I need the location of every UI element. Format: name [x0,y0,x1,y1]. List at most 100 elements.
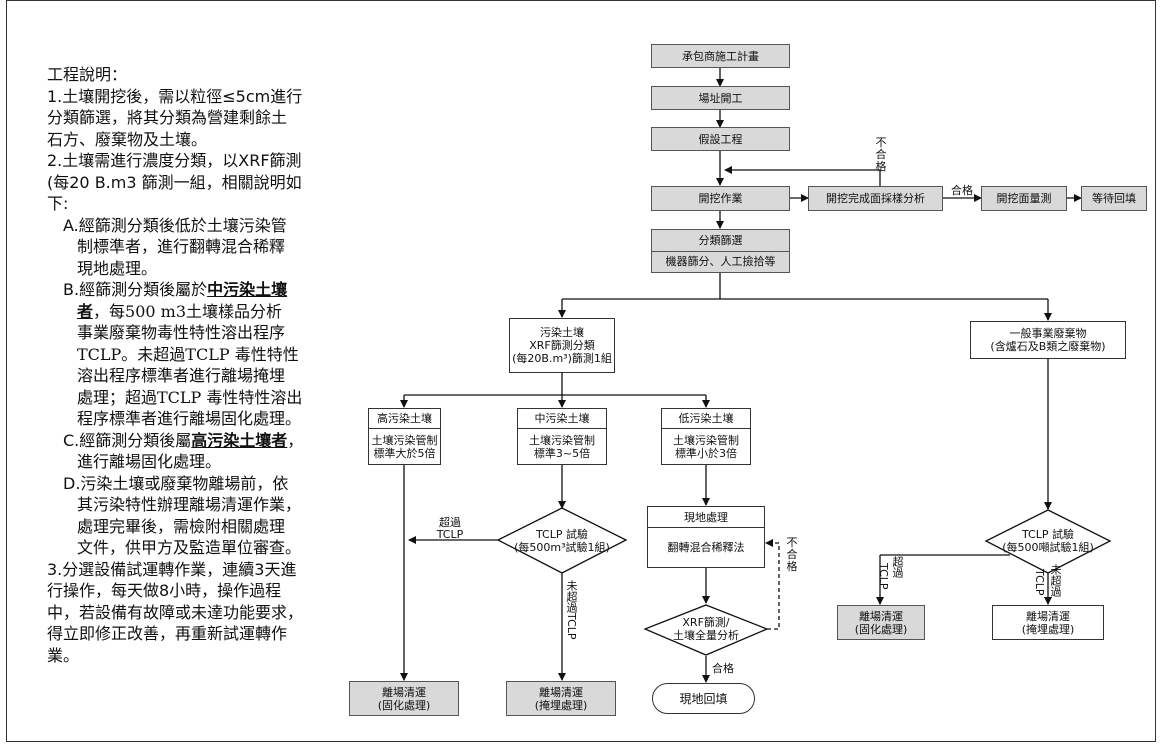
note-b-line-5: 溶出程序標準者進行離場掩埋 [77,366,286,385]
note-c-prefix: C.經篩測分類後屬 [63,430,192,450]
fail-label-right-text: 不合格 [786,536,798,573]
low-contamination-sub: 土壤污染管制 標準小於3倍 [662,428,750,464]
note-c-after: ， [287,430,304,450]
note-3-line-5: 業。 [47,645,80,665]
excavation-box: 開挖作業 [651,186,790,211]
xrf-analysis-line-1: XRF篩測/ [682,616,730,629]
pass-label-bottom: 合格 [712,662,734,675]
contaminated-soil-box: 污染土壤 XRF篩測分類 (每20B.m³)篩測1組 [509,318,615,373]
onsite-backfill-label: 現地回填 [679,692,728,706]
note-b-line-1: B.經篩測分類後屬於中污染土壤 [47,279,337,301]
sorting-subtitle: 機器篩分、人工撿拾等 [652,250,789,273]
note-b-bold-1: 中污染土壤 [207,280,288,299]
tclp-vertical-left-a: TCLP [877,563,890,590]
offsite-landfill-box-2: 離場清運 (掩埋處理) [992,605,1104,640]
note-b-line-7: 程序標準者進行離場固化處理。 [77,409,302,428]
fail-label-top: 不 合 格 [875,136,887,173]
exceed-tclp-label: 超過 TCLP [436,516,464,541]
general-waste-line-1: 一般事業廢棄物 [1009,327,1087,340]
tclp-test-general: TCLP 試驗 (每500噸試驗1組) [994,528,1102,554]
tclp-vertical-right-b: 未超過 [1049,564,1062,597]
high-contamination-sub: 土壤污染管制 標準大於5倍 [369,428,440,464]
xrf-analysis-line-2: 土壤全量分析 [673,629,739,642]
low-contamination-title: 低污染土壤 [678,412,734,425]
offsite-solidify-label-1: 離場清運 (固化處理) [377,685,431,712]
contaminated-soil-line-1: 污染土壤 [540,326,584,339]
note-a-line-3: 現地處理。 [77,258,158,278]
contaminated-soil-line-3: (每20B.m³)篩測1組 [512,352,612,365]
medium-contamination-title: 中污染土壤 [534,412,590,425]
tclp-test-general-line-1: TCLP 試驗 [1021,528,1074,541]
onsite-treatment-method: 翻轉混合稀釋法 [648,527,764,567]
await-backfill-label: 等待回填 [1092,192,1136,205]
note-1-line-1: 1.土壤開挖後，需以粒徑≤5cm進行 [47,86,303,106]
note-d-line-3: 處理完畢後，需檢附相關處理 [77,516,286,536]
note-a-line-1: A.經篩測分類後低於土壤污染管 [63,215,287,235]
medium-contamination-box: 中污染土壤 土壤污染管制 標準3~5倍 [517,408,607,465]
general-waste-box: 一般事業廢棄物 (含爐石及B類之廢棄物) [970,321,1126,359]
contractor-plan-box: 承包商施工計畫 [651,44,790,68]
sorting-box: 分類篩選 機器篩分、人工撿拾等 [651,229,790,273]
notes-heading: 工程說明： [47,65,128,84]
note-a-line-2: 制標準者，進行翻轉混合稀釋 [77,237,286,256]
tclp-test-general-line-2: (每500噸試驗1組) [1002,541,1094,554]
tclp-vertical-left-b: 超過 [891,556,904,578]
page-frame [6,0,1156,742]
offsite-solidify-box-1: 離場清運 (固化處理) [349,681,459,716]
note-b-line-3: 事業廢棄物毒性特性溶出程序 [77,323,286,342]
note-2-line-3: 下: [47,194,69,213]
note-b-bold-2: 者 [77,301,94,321]
onsite-treatment-box: 現地處理 翻轉混合稀釋法 [647,506,765,568]
high-contamination-title: 高污染土壤 [377,412,432,425]
note-c-line-2: 進行離場固化處理。 [77,452,222,471]
offsite-landfill-label-2: 離場清運 (掩埋處理) [1021,609,1075,636]
temporary-works-label: 假設工程 [698,132,743,146]
tclp-test-mid-line-2: (每500m³試驗1組) [514,541,610,554]
fail-label-right: 不合格 [785,537,799,573]
note-3-line-1: 3.分選設備試運轉作業，連續3天進 [47,559,297,579]
note-b-line-6: 處理；超過TCLP 毒性特性溶出 [77,387,303,407]
sampling-analysis-box: 開挖完成面採樣分析 [808,186,943,211]
note-3-line-2: 行操作，每天做8小時，操作過程 [47,581,282,600]
excavation-label: 開挖作業 [698,192,743,205]
contractor-plan-label: 承包商施工計畫 [682,49,759,63]
note-d-line-2: 其污染特性辦理離場清運作業， [77,495,302,514]
offsite-solidify-box-2: 離場清運 (固化處理) [837,605,925,640]
note-b-line-2: 者，每500 m3土壤樣品分析 [47,301,337,323]
note-2-line-2: (每20 B.m3 篩測一組，相關說明如 [47,172,302,192]
note-3-line-3: 中，若設備有故障或未達功能要求， [47,602,304,622]
surface-survey-box: 開挖面量測 [981,186,1067,211]
note-1-line-3: 石方、廢棄物及土壤。 [47,129,208,149]
pass-label-top: 合格 [951,184,973,197]
note-2-line-1: 2.土壤需進行濃度分類，以XRF篩測 [47,151,302,170]
tclp-test-mid-line-1: TCLP 試驗 [535,528,588,541]
not-exceed-tclp-label: 未超過TCLP [565,580,578,640]
sampling-analysis-label: 開挖完成面採樣分析 [826,192,925,205]
offsite-landfill-label-1: 離場清運 (掩埋處理) [534,685,588,712]
tclp-test-mid: TCLP 試驗 (每500m³試驗1組) [508,528,616,554]
project-notes: 工程說明： 1.土壤開挖後，需以粒徑≤5cm進行 分類篩選，將其分類為營建剩餘土… [47,64,337,666]
xrf-analysis-decision: XRF篩測/ 土壤全量分析 [650,616,762,642]
temporary-works-box: 假設工程 [651,127,790,151]
offsite-solidify-label-2: 離場清運 (固化處理) [854,609,908,636]
note-d-line-1: D.污染土壤或廢棄物離場前，依 [63,473,289,493]
tclp-vertical-right-a: TCLP [1033,569,1046,596]
low-contamination-box: 低污染土壤 土壤污染管制 標準小於3倍 [661,408,751,465]
sorting-title: 分類篩選 [698,233,743,247]
note-3-line-4: 得立即修正改善，再重新試運轉作 [47,624,288,643]
note-c-line-1: C.經篩測分類後屬高污染土壤者， [47,430,337,452]
offsite-landfill-box-1: 離場清運 (掩埋處理) [506,681,616,716]
surface-survey-label: 開挖面量測 [996,192,1052,205]
note-b-line-4: TCLP。未超過TCLP 毒性特性 [77,344,299,364]
general-waste-line-2: (含爐石及B類之廢棄物) [990,340,1106,353]
contaminated-soil-line-2: XRF篩測分類 [529,339,595,352]
site-open-box: 場址開工 [651,86,790,110]
onsite-backfill-terminal: 現地回填 [652,683,755,714]
site-open-label: 場址開工 [698,91,743,105]
note-1-line-2: 分類篩選，將其分類為營建剩餘土 [47,108,288,127]
high-contamination-box: 高污染土壤 土壤污染管制 標準大於5倍 [368,408,441,465]
await-backfill-box: 等待回填 [1081,186,1147,211]
note-b-prefix: B.經篩測分類後屬於 [63,280,208,299]
note-b-after: ，每500 m3土壤樣品分析 [93,301,282,321]
